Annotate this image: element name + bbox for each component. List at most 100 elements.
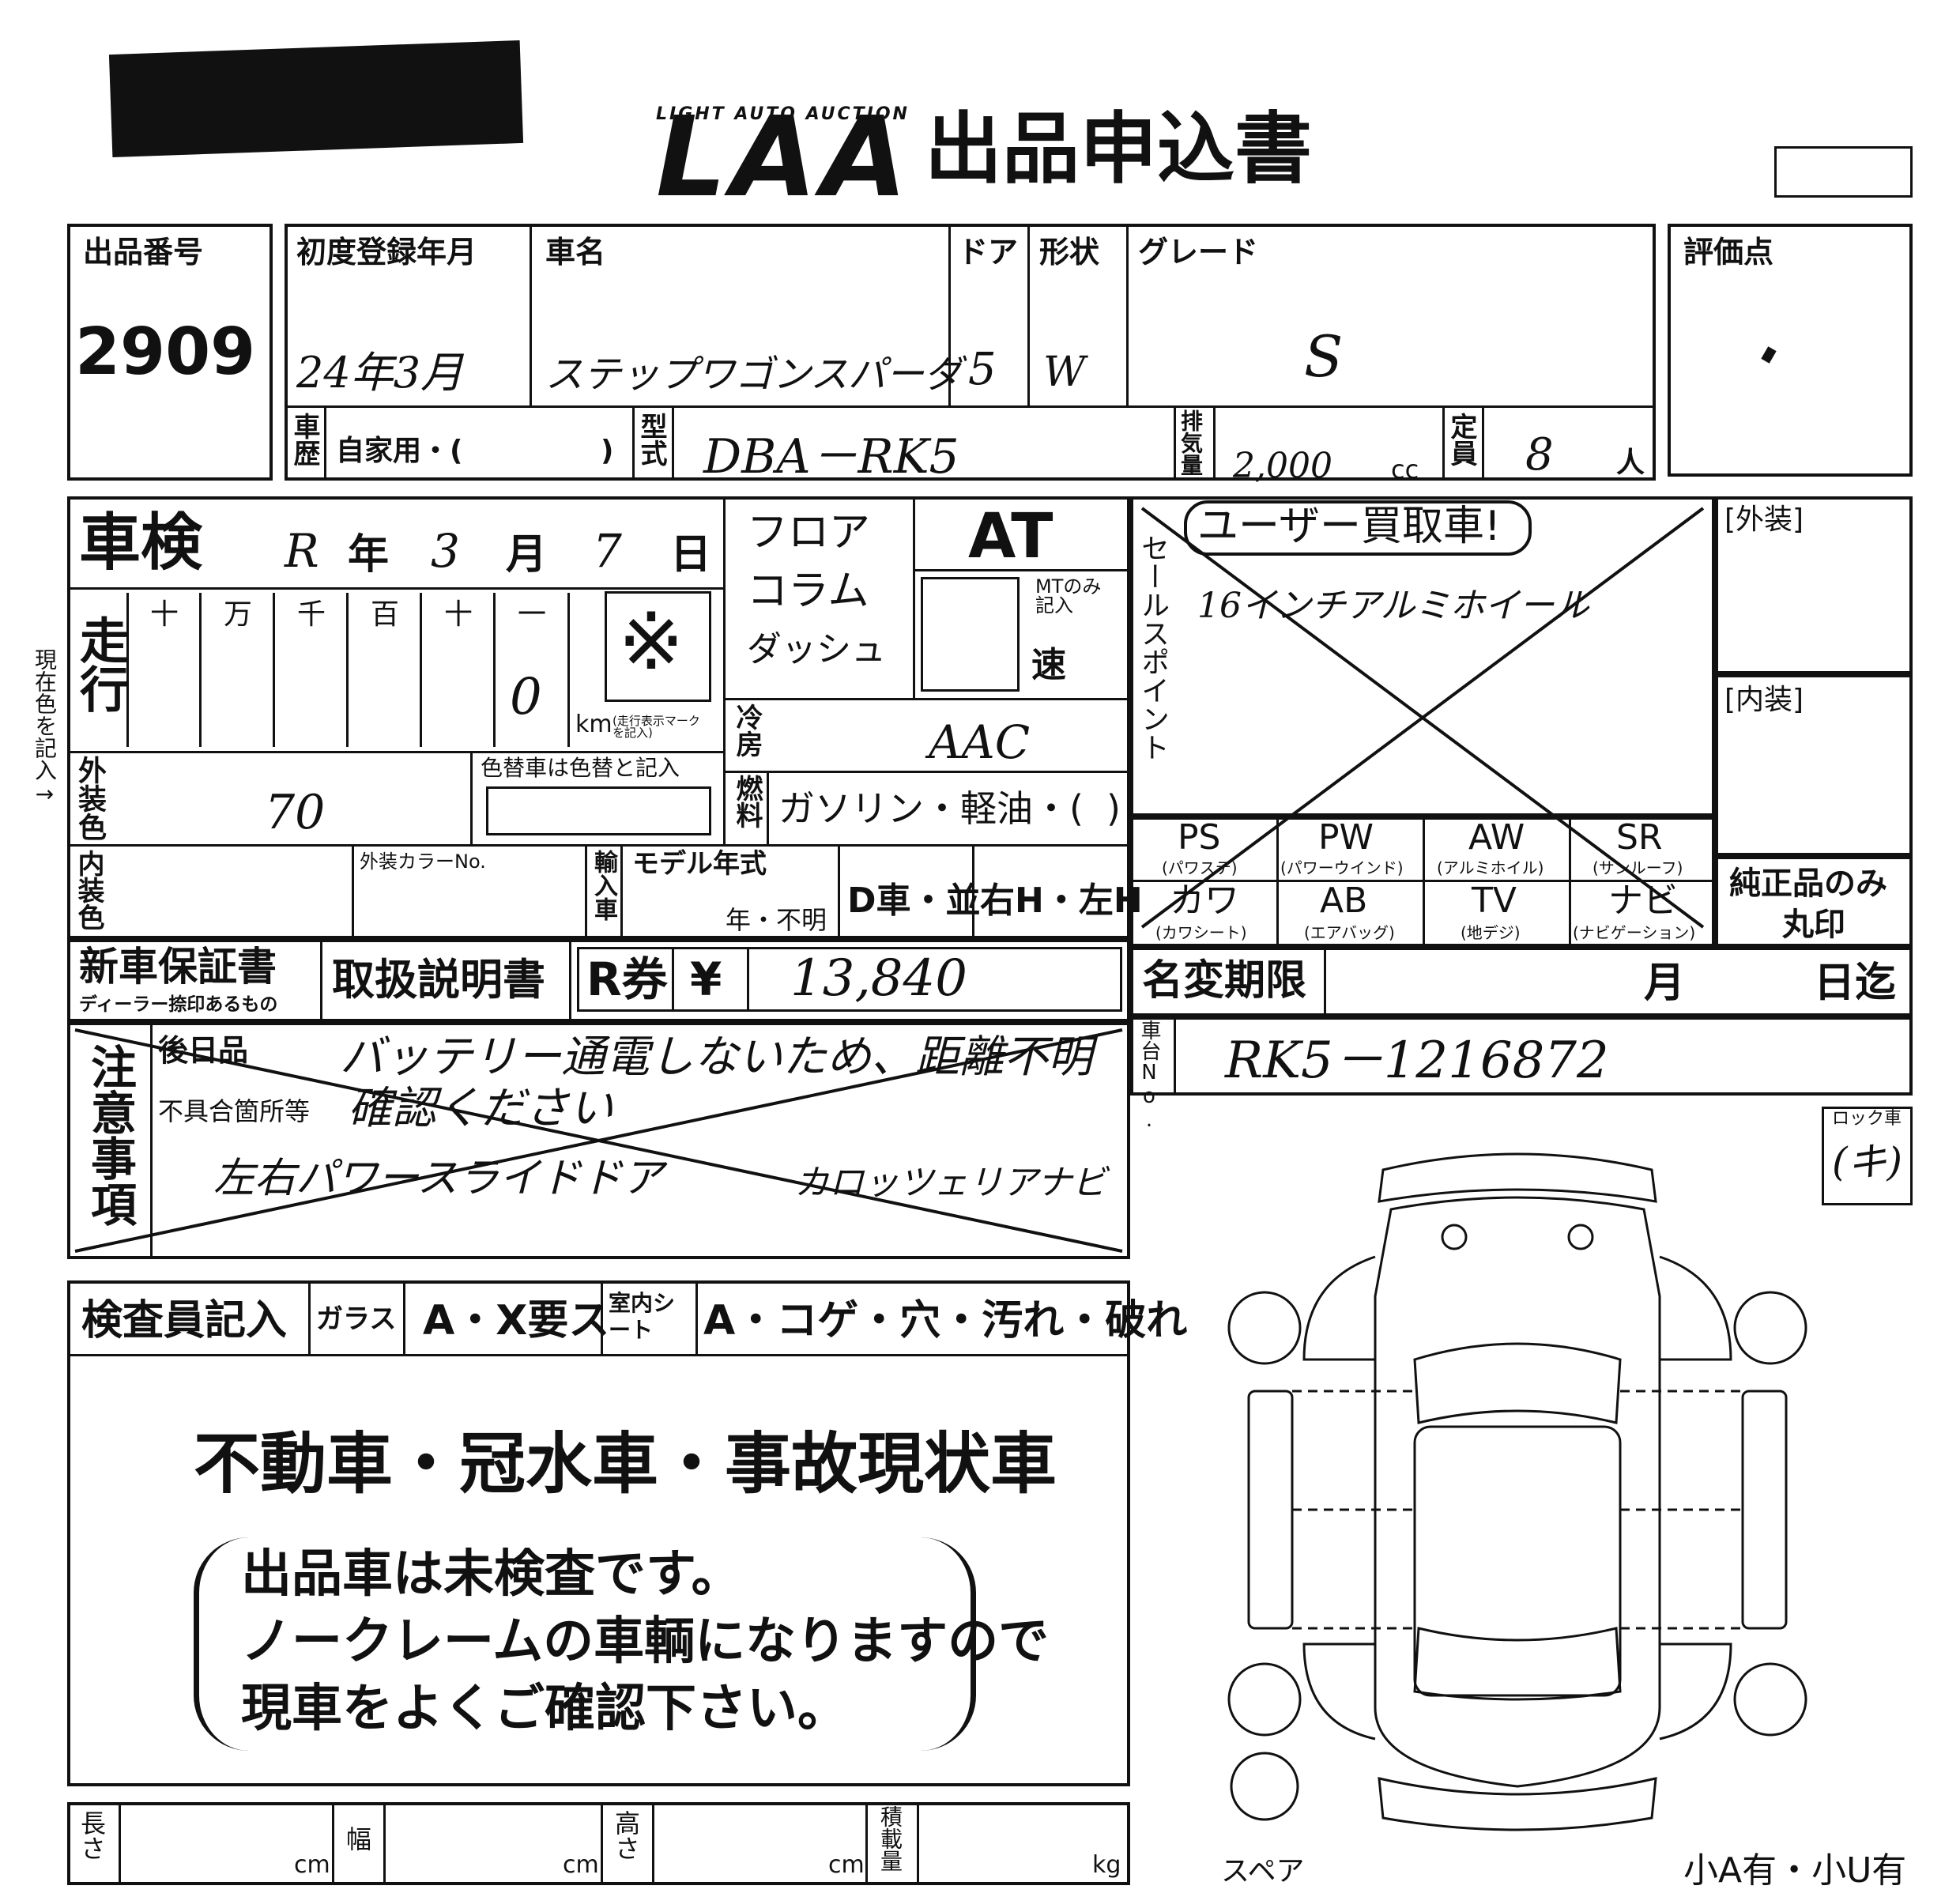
divider bbox=[530, 224, 532, 405]
car-name-label: 車名 bbox=[545, 235, 606, 270]
shift-value: AT bbox=[968, 501, 1054, 572]
inspector-label: 検査員記入 bbox=[81, 1297, 288, 1344]
divider bbox=[913, 569, 1130, 571]
equip-pw-desc: (パワーウインド) bbox=[1280, 858, 1404, 877]
mileage-mark: ※ bbox=[618, 595, 684, 688]
divider bbox=[67, 844, 1130, 847]
equip-leather-desc: (カワシート) bbox=[1155, 923, 1247, 942]
cross-line bbox=[1140, 507, 1705, 929]
digit-header-ichi: 一 bbox=[518, 598, 547, 631]
fuel-options: ガソリン・軽油・( bbox=[778, 787, 1084, 830]
divider bbox=[1442, 405, 1445, 481]
inspector-box bbox=[67, 1280, 1130, 1786]
divider bbox=[972, 844, 974, 939]
seat-label: 室内シート bbox=[609, 1290, 676, 1343]
car-front-bumper bbox=[1378, 1152, 1657, 1203]
divider bbox=[767, 771, 769, 844]
divider bbox=[913, 496, 915, 698]
mileage-mark-box bbox=[605, 591, 711, 702]
height-unit: cm bbox=[828, 1851, 865, 1879]
divider bbox=[632, 405, 635, 481]
user-buyback-stamp bbox=[1184, 500, 1532, 556]
car-wheel-rear-left bbox=[1227, 1662, 1302, 1737]
import-label: 輸入車 bbox=[590, 850, 617, 921]
exterior-label: [外装] bbox=[1724, 503, 1804, 536]
divider bbox=[285, 405, 1656, 408]
seat-value: A・コゲ・穴・汚れ・破れ bbox=[703, 1297, 1188, 1344]
divider bbox=[308, 1280, 311, 1354]
shift-column: コラム bbox=[747, 568, 869, 615]
divider bbox=[1126, 224, 1129, 405]
form-title: 出品申込書 bbox=[925, 104, 1313, 194]
divider bbox=[585, 844, 587, 939]
shape-value: W bbox=[1043, 349, 1086, 396]
car-wheel-front-left bbox=[1227, 1291, 1302, 1365]
warning-title: 不動車・冠水車・事故現状車 bbox=[194, 1425, 1057, 1503]
interior-box bbox=[1715, 674, 1913, 856]
equip-ps: PS bbox=[1178, 817, 1221, 858]
recycle-yen: ¥ bbox=[690, 952, 722, 1006]
equip-pw: PW bbox=[1318, 817, 1374, 858]
chassis-label: 車台No. bbox=[1137, 1020, 1161, 1132]
door-value: 5 bbox=[968, 344, 997, 395]
footer-right: 小A有・小U有 bbox=[1683, 1850, 1907, 1891]
warranty-label: 新車保証書 bbox=[79, 944, 277, 990]
sales-point-label: セールスポイント bbox=[1136, 534, 1169, 761]
lot-box bbox=[67, 224, 273, 481]
inspection-day-unit: 日 bbox=[670, 531, 712, 579]
digit-header-sen: 千 bbox=[297, 598, 326, 631]
equip-navi-desc: (ナビゲーション) bbox=[1573, 923, 1696, 942]
displacement-unit: cc bbox=[1391, 454, 1419, 485]
car-name-value: ステップワゴンスパーダ bbox=[545, 353, 963, 397]
equip-ab-desc: (エアバッグ) bbox=[1304, 923, 1395, 942]
exterior-color-value: 70 bbox=[265, 785, 326, 840]
divider bbox=[917, 1802, 919, 1885]
divider bbox=[747, 947, 749, 1012]
divider bbox=[948, 224, 951, 405]
notes-box bbox=[67, 1022, 1130, 1259]
car-right-door bbox=[1741, 1390, 1788, 1630]
car-spare-wheel bbox=[1230, 1752, 1299, 1821]
shift-floor: フロア bbox=[747, 509, 871, 556]
model-type-value: DBA－RK5 bbox=[703, 429, 959, 485]
notes-cross bbox=[74, 1028, 1123, 1253]
equip-navi: ナビ bbox=[1608, 881, 1678, 921]
vehicle-info-box bbox=[285, 224, 1656, 481]
capacity-value: 8 bbox=[1525, 429, 1554, 481]
divider bbox=[723, 496, 726, 844]
car-left-fender bbox=[1302, 1255, 1376, 1361]
equip-aw: AW bbox=[1468, 817, 1525, 858]
divider bbox=[1569, 817, 1571, 947]
lock-box bbox=[1822, 1107, 1913, 1205]
width-label: 幅 bbox=[342, 1826, 372, 1851]
car-right-rear-fender bbox=[1659, 1642, 1732, 1740]
notes-extra: 左右パワースライドドア bbox=[213, 1155, 664, 1202]
divider bbox=[601, 1802, 603, 1885]
divider bbox=[672, 947, 674, 1012]
side-note: 現在色を記入→ bbox=[32, 648, 58, 807]
divider bbox=[332, 1802, 334, 1885]
divider bbox=[723, 771, 1130, 773]
equip-sr-desc: (サンルーフ) bbox=[1592, 858, 1683, 877]
interior-color-label: 内装色 bbox=[73, 850, 104, 930]
equip-tv: TV bbox=[1472, 881, 1517, 921]
capacity-label: 定員 bbox=[1446, 413, 1477, 466]
user-buyback-text: ユーザー買取車! bbox=[1197, 503, 1501, 550]
repaint-input[interactable] bbox=[486, 786, 711, 835]
equip-leather: カワ bbox=[1170, 881, 1239, 921]
genuine-line2: 丸印 bbox=[1782, 907, 1845, 943]
score-box bbox=[1668, 224, 1913, 477]
divider bbox=[723, 698, 1130, 700]
warning-bracket-right bbox=[921, 1537, 976, 1751]
documents-row bbox=[67, 939, 1130, 1022]
divider bbox=[1174, 405, 1176, 481]
divider bbox=[273, 593, 275, 747]
lock-label: ロック車 bbox=[1832, 1109, 1902, 1129]
car-rear-glass bbox=[1413, 1627, 1622, 1701]
mileage-unit-note: (走行表示マーク を記入) bbox=[612, 714, 700, 740]
length-label: 長さ bbox=[77, 1810, 107, 1861]
name-change-month: 月 bbox=[1644, 960, 1686, 1007]
name-change-box bbox=[1130, 947, 1913, 1016]
divider bbox=[601, 1280, 603, 1354]
exterior-box bbox=[1715, 496, 1913, 674]
